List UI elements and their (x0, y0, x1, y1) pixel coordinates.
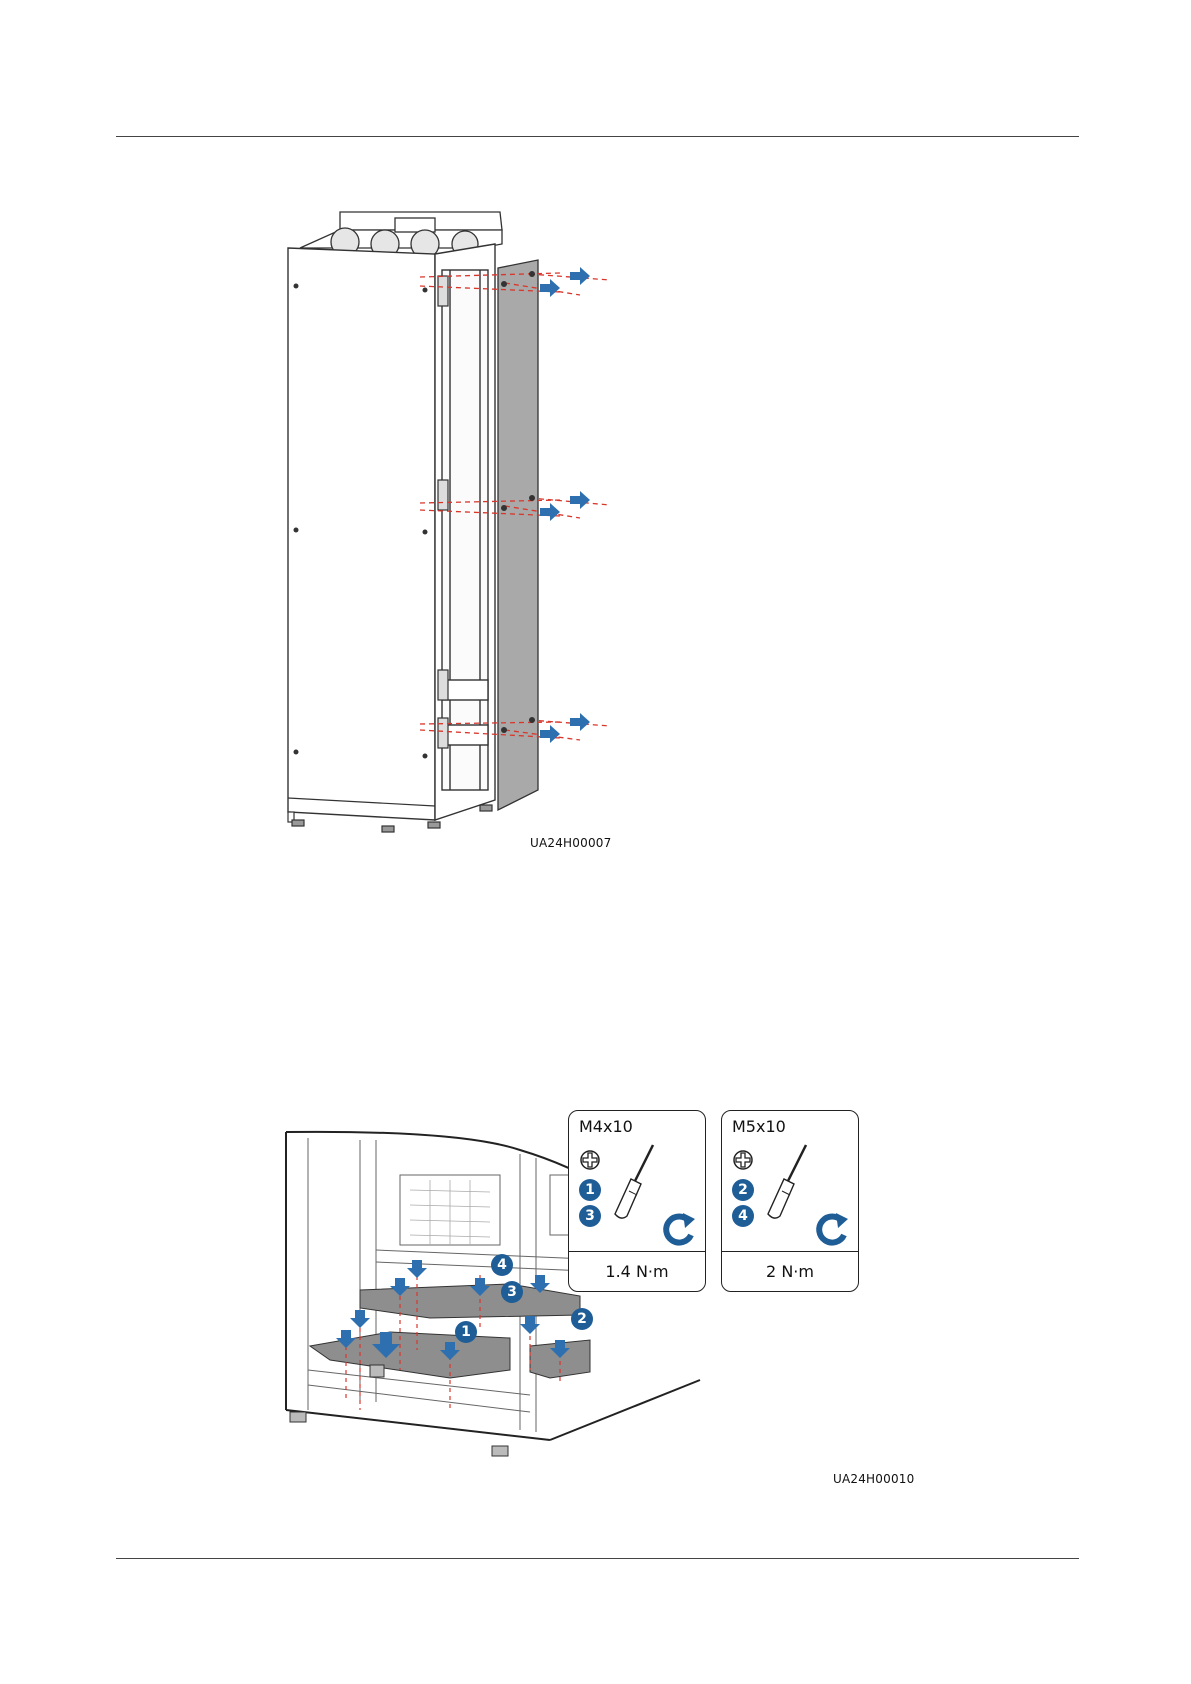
front-grille (410, 1180, 490, 1245)
step-badge: 3 (501, 1281, 523, 1303)
step-badge: 3 (579, 1205, 601, 1227)
callout-m4x10: M4x10 1 3 1.4 N·m (568, 1110, 706, 1292)
upper-bottom-plate (360, 1284, 580, 1318)
screwdriver-icon (754, 1141, 814, 1221)
torque-value: 1.4 N·m (569, 1262, 705, 1281)
figure-code: UA24H00010 (833, 1472, 914, 1486)
header-rule (116, 136, 1079, 137)
tighten-clockwise-icon (812, 1211, 850, 1249)
removal-arrows (540, 267, 590, 743)
step-badge: 4 (732, 1205, 754, 1227)
footer-rule (116, 1558, 1079, 1559)
step-badge: 1 (579, 1179, 601, 1201)
step-badge: 4 (491, 1254, 513, 1276)
callout-divider (569, 1251, 705, 1252)
screwdriver-icon (601, 1141, 661, 1221)
cabinet-interior (308, 1138, 610, 1432)
figure-bottom-plates: 1 2 3 4 M4x10 1 3 1.4 N·m M5x10 2 4 (280, 1110, 920, 1490)
figure-code: UA24H00007 (530, 836, 611, 850)
cabinet-feet (290, 1365, 508, 1456)
torque-value: 2 N·m (722, 1262, 858, 1281)
cabinet-side-panel-illustration (270, 200, 630, 850)
figure-cabinet-side-panel: UA24H00007 (270, 200, 630, 850)
callout-divider (722, 1251, 858, 1252)
cabinet-front-face (288, 244, 495, 820)
phillips-head-icon (579, 1149, 601, 1171)
step-badge: 2 (732, 1179, 754, 1201)
screw-size-label: M4x10 (579, 1117, 633, 1136)
tighten-clockwise-icon (659, 1211, 697, 1249)
phillips-head-icon (732, 1149, 754, 1171)
step-badge: 2 (571, 1308, 593, 1330)
screw-size-label: M5x10 (732, 1117, 786, 1136)
callout-m5x10: M5x10 2 4 2 N·m (721, 1110, 859, 1292)
step-badge: 1 (455, 1321, 477, 1343)
